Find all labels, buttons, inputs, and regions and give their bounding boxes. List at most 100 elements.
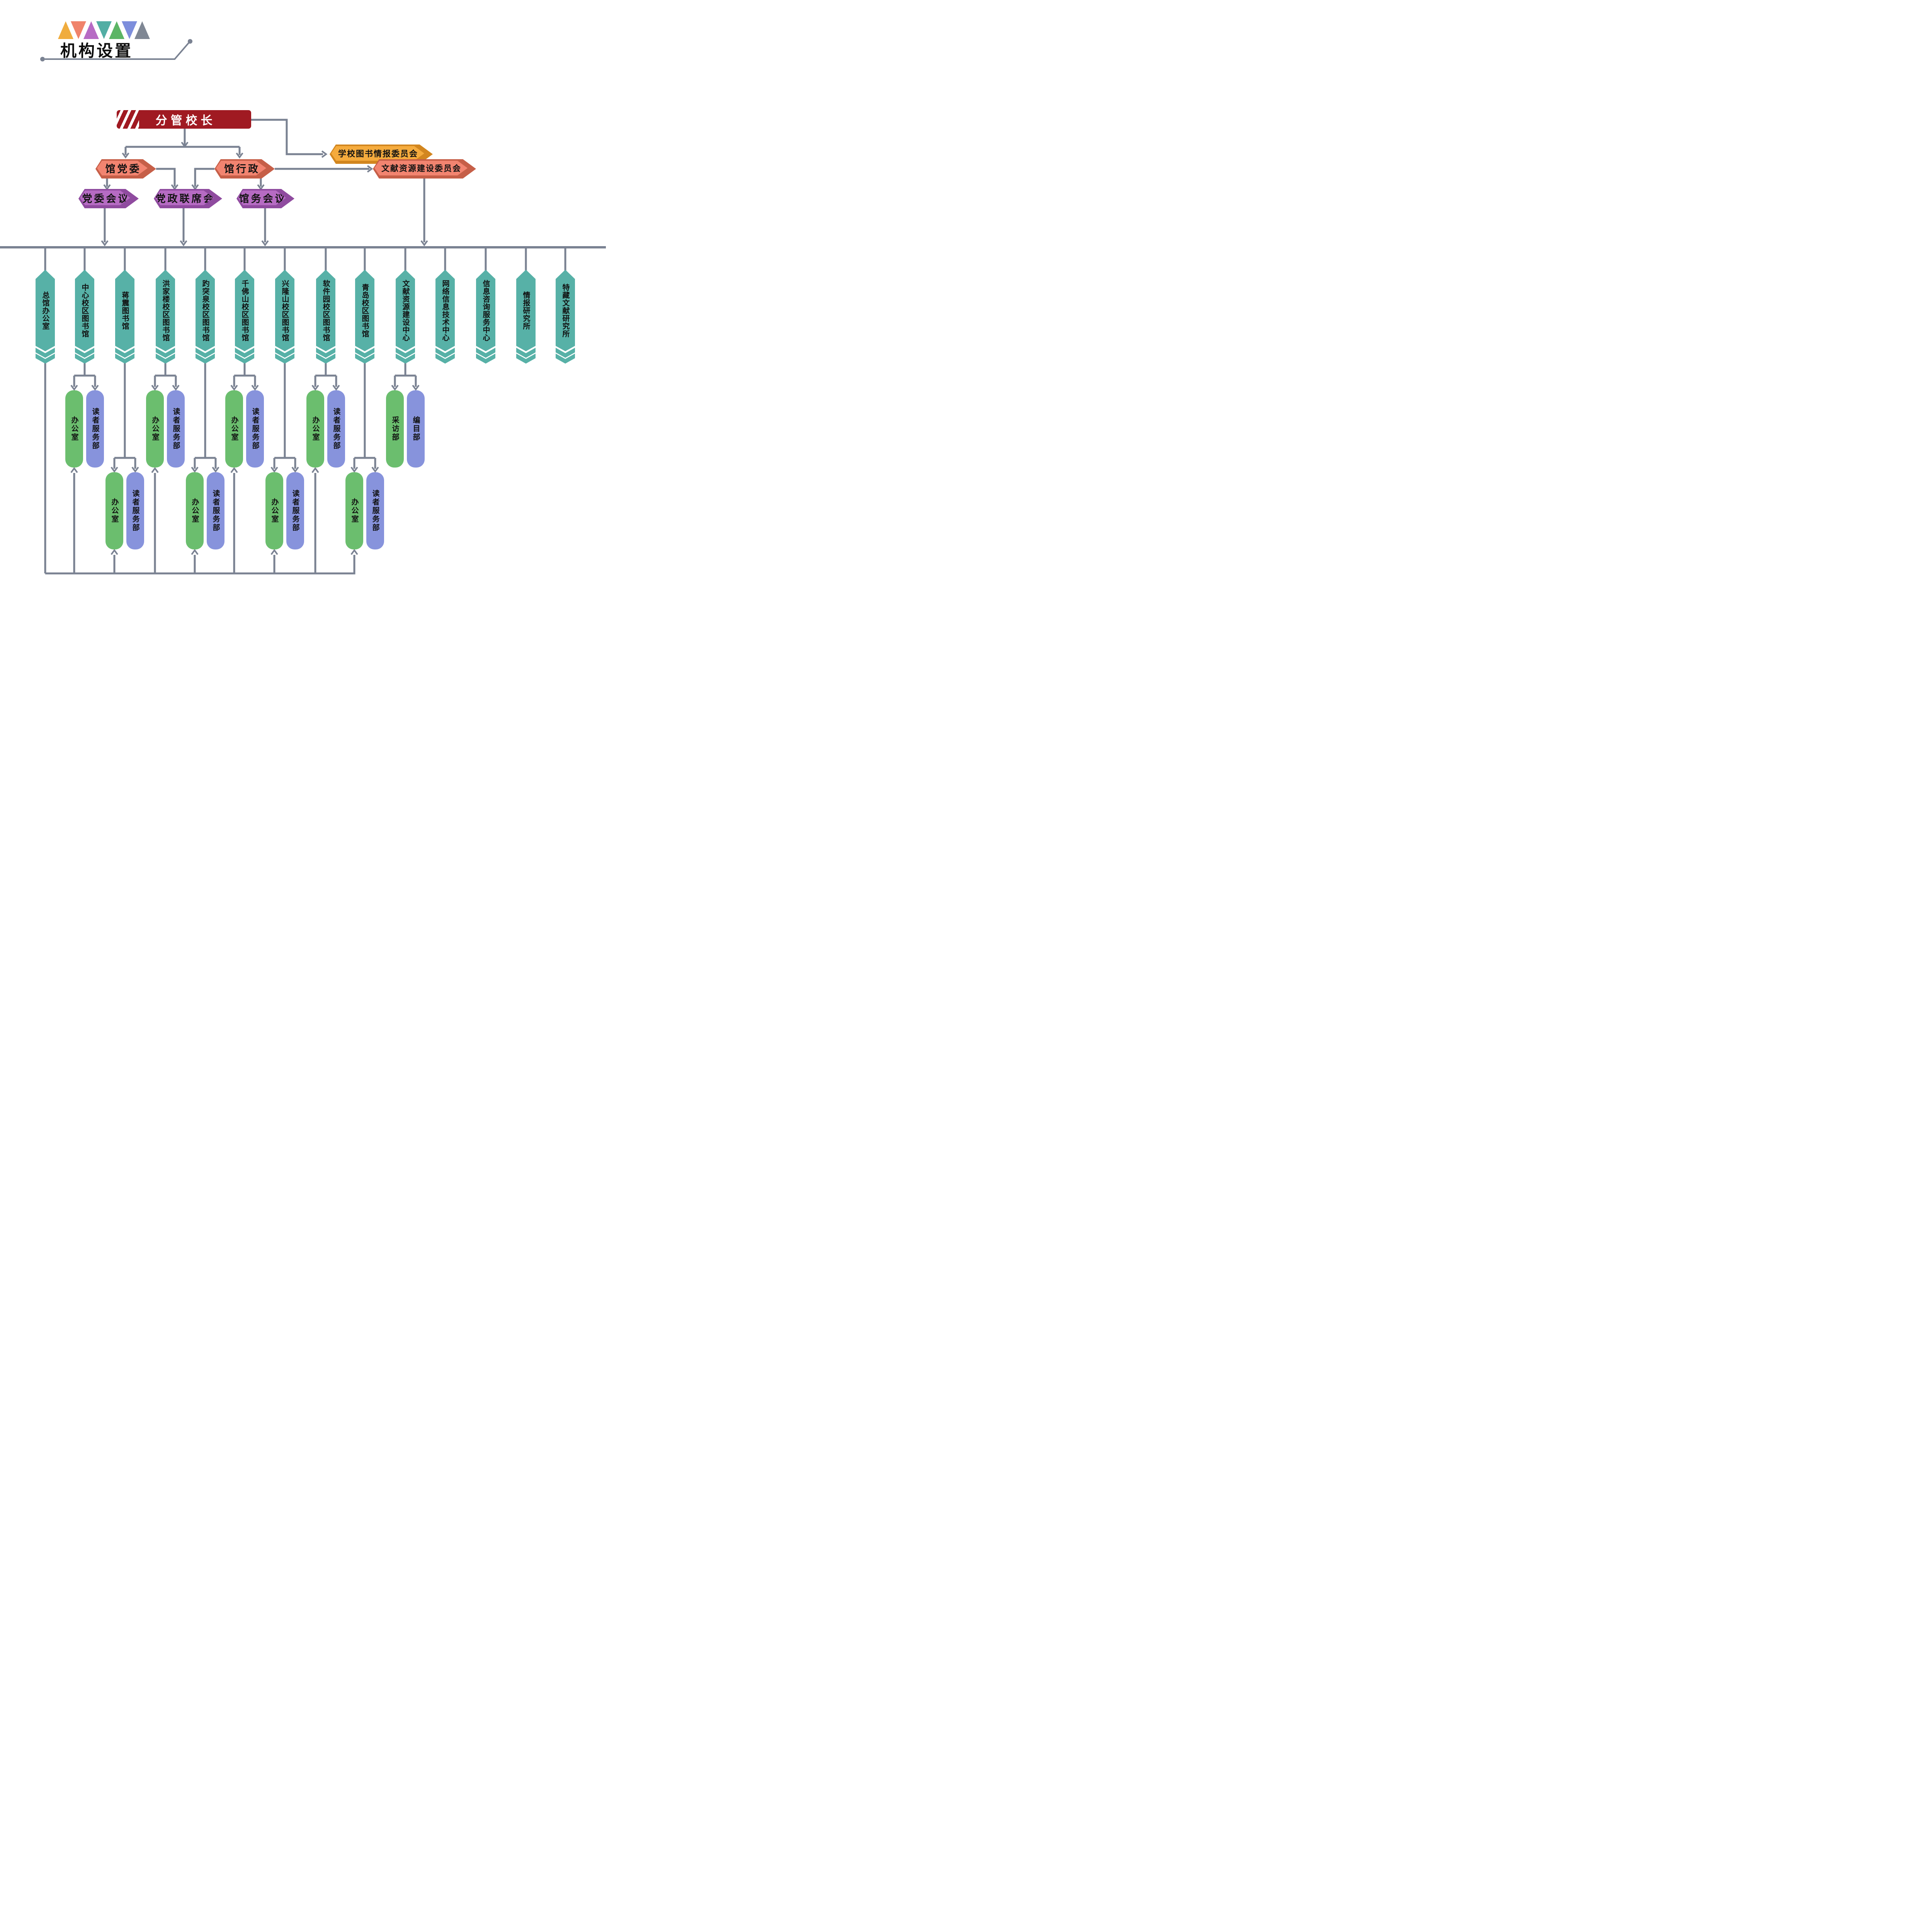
arrowhead-icon xyxy=(332,384,340,391)
pill-label: 采访部 xyxy=(391,416,400,442)
banner-label: 洪家楼校区图书馆 xyxy=(161,279,170,342)
joint-meeting-box: 党政联席会 xyxy=(154,189,222,208)
administration-label: 馆行政 xyxy=(224,163,260,175)
banner-ribbon: 中心校区图书馆 xyxy=(75,270,94,351)
pill-label: 办公室 xyxy=(110,498,119,524)
pill-label: 读者服务部 xyxy=(332,408,341,450)
banner-label: 趵突泉校区图书馆 xyxy=(201,279,210,342)
pill-label: 办公室 xyxy=(311,416,320,442)
department-pill-2: 读者服务部 xyxy=(126,472,144,549)
banner-ribbon: 网络信息技术中心 xyxy=(435,270,455,351)
school-library-info-committee-label: 学校图书情报委员会 xyxy=(338,149,418,158)
office-pill-1: 办公室 xyxy=(65,390,83,468)
branch-banner-3: 洪家楼校区图书馆 xyxy=(156,270,175,366)
arrowhead-icon xyxy=(291,466,299,473)
arrowhead-icon xyxy=(191,466,199,473)
box-face: 学校图书情报委员会 xyxy=(331,146,424,161)
doc-resource-committee-label: 文献资源建设委员会 xyxy=(381,164,461,173)
arrowhead-icon xyxy=(261,240,269,247)
banner-label: 情报研究所 xyxy=(522,291,531,330)
banner-ribbon: 青岛校区图书馆 xyxy=(355,270,374,351)
party-meeting-label: 党委会议 xyxy=(82,193,130,205)
branch-banner-5: 千佛山校区图书馆 xyxy=(235,270,254,366)
banner-ribbon: 千佛山校区图书馆 xyxy=(235,270,254,351)
office-pill-2: 办公室 xyxy=(105,472,123,549)
arrowhead-icon xyxy=(111,466,118,473)
branch-banner-4: 趵突泉校区图书馆 xyxy=(196,270,215,366)
banner-label: 千佛山校区图书馆 xyxy=(240,279,249,342)
box-face: 党委会议 xyxy=(80,190,130,205)
banner-ribbon: 趵突泉校区图书馆 xyxy=(196,270,215,351)
connector-line xyxy=(251,119,323,155)
arrowhead-icon xyxy=(270,549,278,555)
org-chart: 机构设置 分管校长 馆党委 馆行政 党委会议 党政联席会 馆务会议 xyxy=(0,0,606,606)
arrowhead-icon xyxy=(236,152,243,159)
branch-banner-6: 兴隆山校区图书馆 xyxy=(275,270,294,366)
banner-ribbon: 总馆办公室 xyxy=(36,270,55,351)
pill-label: 办公室 xyxy=(230,416,239,442)
banner-label: 中心校区图书馆 xyxy=(80,283,89,338)
arrowhead-icon xyxy=(101,240,109,247)
arrowhead-icon xyxy=(151,467,159,473)
arrowhead-icon xyxy=(311,384,319,391)
department-pill-3: 读者服务部 xyxy=(167,390,185,468)
pill-label: 办公室 xyxy=(350,498,359,524)
banner-ribbon: 特藏文献研究所 xyxy=(556,270,575,351)
arrowhead-icon xyxy=(70,384,78,391)
box-face: 馆行政 xyxy=(216,161,266,175)
arrowhead-icon xyxy=(151,384,159,391)
connector-lines xyxy=(0,39,606,575)
affairs-meeting-box: 馆务会议 xyxy=(236,189,294,208)
branch-banner-9: 文献资源建设中心 xyxy=(396,270,415,366)
banner-ribbon: 兴隆山校区图书馆 xyxy=(275,270,294,351)
office-pill-7: 办公室 xyxy=(306,390,324,468)
department-pill-7: 读者服务部 xyxy=(327,390,345,468)
president-box: 分管校长 xyxy=(117,110,251,129)
arrowhead-icon xyxy=(367,165,373,173)
branch-banner-13: 特藏文献研究所 xyxy=(556,270,575,366)
doc-resource-committee-box: 文献资源建设委员会 xyxy=(373,159,476,179)
banner-ribbon: 软件园校区图书馆 xyxy=(316,270,335,351)
box-face: 党政联席会 xyxy=(155,190,214,205)
arrowhead-icon xyxy=(371,466,379,473)
banner-label: 网络信息技术中心 xyxy=(441,279,450,342)
box-face: 馆务会议 xyxy=(238,190,286,205)
party-committee-label: 馆党委 xyxy=(105,163,141,175)
stripes-decoration-icon xyxy=(117,110,139,129)
pill-label: 办公室 xyxy=(190,498,199,524)
arrowhead-icon xyxy=(230,384,238,391)
arrowhead-icon xyxy=(180,240,187,247)
department-pill-1: 读者服务部 xyxy=(86,390,104,468)
banner-ribbon: 文献资源建设中心 xyxy=(396,270,415,351)
arrowhead-icon xyxy=(230,467,238,473)
connector-line xyxy=(194,168,214,187)
arrowhead-icon xyxy=(270,466,278,473)
joint-meeting-label: 党政联席会 xyxy=(155,193,216,205)
office-pill-3: 办公室 xyxy=(146,390,164,468)
arrowhead-icon xyxy=(191,549,199,555)
party-committee-box: 馆党委 xyxy=(95,159,156,179)
pill-label: 读者服务部 xyxy=(211,490,220,532)
arrowhead-icon xyxy=(350,466,358,473)
department-pill-6: 读者服务部 xyxy=(286,472,304,549)
box-face: 文献资源建设委员会 xyxy=(374,161,468,175)
office-pill-6: 办公室 xyxy=(265,472,283,549)
president-label: 分管校长 xyxy=(155,114,216,128)
party-meeting-box: 党委会议 xyxy=(78,189,139,208)
page-title: 机构设置 xyxy=(60,41,133,60)
arrowhead-icon xyxy=(111,549,118,555)
banner-ribbon: 洪家楼校区图书馆 xyxy=(156,270,175,351)
pill-label: 读者服务部 xyxy=(91,408,100,450)
banner-ribbon: 信息咨询服务中心 xyxy=(476,270,495,351)
branch-banner-7: 软件园校区图书馆 xyxy=(316,270,335,366)
arrowhead-icon xyxy=(311,467,319,473)
banner-label: 信息咨询服务中心 xyxy=(481,279,490,342)
banner-label: 特藏文献研究所 xyxy=(561,283,570,338)
office-pill-9: 采访部 xyxy=(386,390,404,468)
branch-banner-11: 信息咨询服务中心 xyxy=(476,270,495,366)
department-pill-9: 编目部 xyxy=(407,390,425,468)
box-face: 馆党委 xyxy=(97,161,148,175)
department-pill-4: 读者服务部 xyxy=(207,472,224,549)
pill-label: 编目部 xyxy=(412,416,420,442)
pill-label: 读者服务部 xyxy=(131,490,140,532)
